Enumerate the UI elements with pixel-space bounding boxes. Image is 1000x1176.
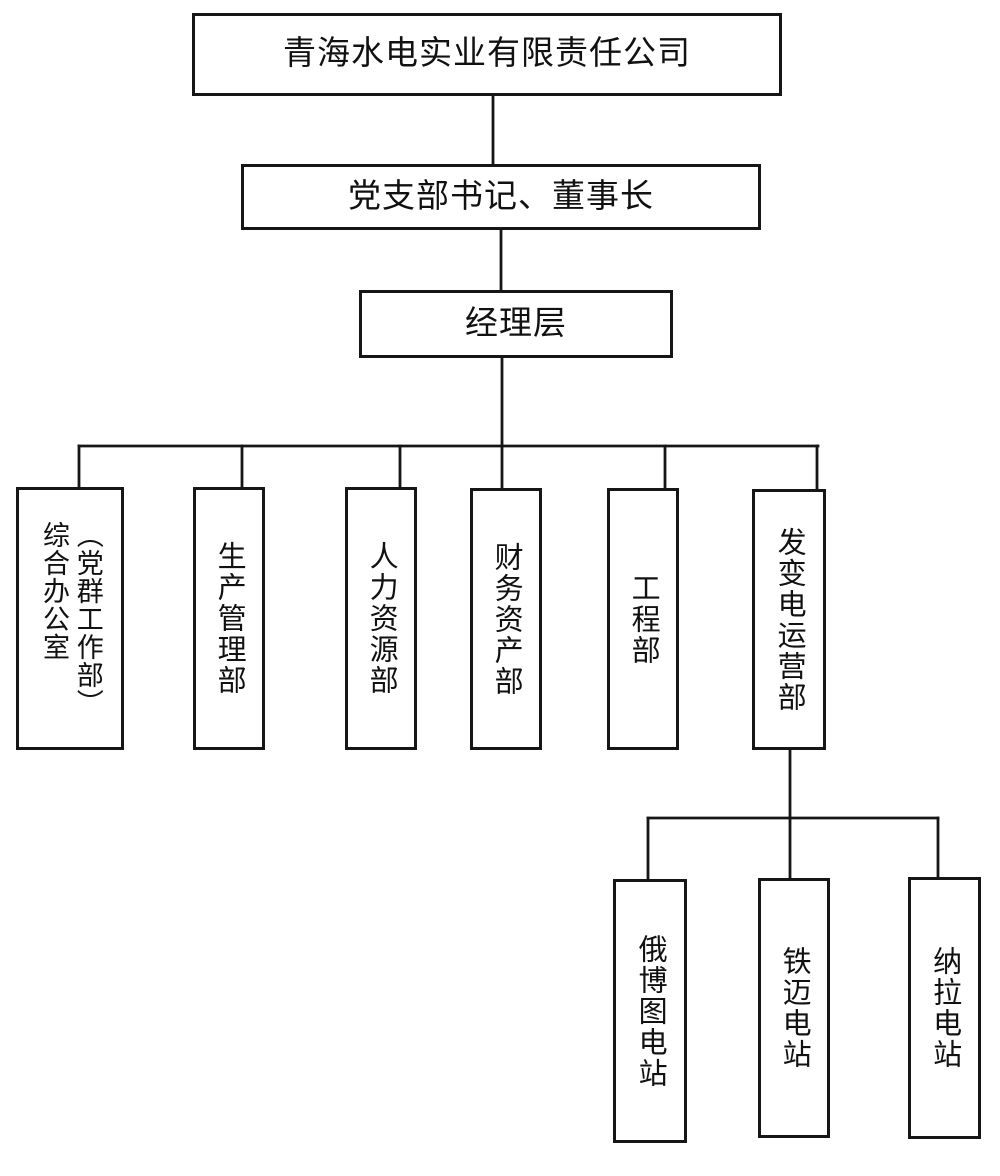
node-party-secretary-chairman-label: 党支部书记、董事长 [348, 178, 654, 215]
node-nala-station: 纳拉电站 [908, 877, 981, 1139]
node-party-secretary-chairman: 党支部书记、董事长 [241, 164, 761, 230]
node-tiemai-station-label: 铁迈电站 [778, 946, 811, 1070]
node-company: 青海水电实业有限责任公司 [192, 13, 782, 96]
node-nala-station-label: 纳拉电站 [928, 946, 961, 1070]
node-engineering-dept-label: 工程部 [627, 572, 660, 666]
node-power-operations-dept-label: 发变电运营部 [773, 526, 806, 713]
node-general-office-label: （党群工作部） 综合办公室 [39, 520, 103, 717]
node-engineering-dept: 工程部 [607, 488, 679, 750]
node-general-office: （党群工作部） 综合办公室 [16, 487, 124, 750]
node-finance-assets-dept: 财务资产部 [470, 488, 542, 750]
node-finance-assets-dept-label: 财务资产部 [490, 541, 523, 697]
node-management-level: 经理层 [359, 290, 673, 358]
node-production-management-dept-label: 生产管理部 [213, 541, 246, 696]
node-company-label: 青海水电实业有限责任公司 [283, 36, 691, 73]
node-hr-dept: 人力资源部 [345, 487, 417, 750]
node-tiemai-station: 铁迈电站 [758, 878, 830, 1138]
node-hr-dept-label: 人力资源部 [365, 541, 398, 696]
node-ebotu-station-label: 俄博图电站 [634, 933, 667, 1089]
node-power-operations-dept: 发变电运营部 [752, 489, 826, 750]
node-production-management-dept: 生产管理部 [193, 487, 265, 750]
node-ebotu-station: 俄博图电站 [613, 879, 687, 1143]
node-management-level-label: 经理层 [465, 305, 567, 342]
